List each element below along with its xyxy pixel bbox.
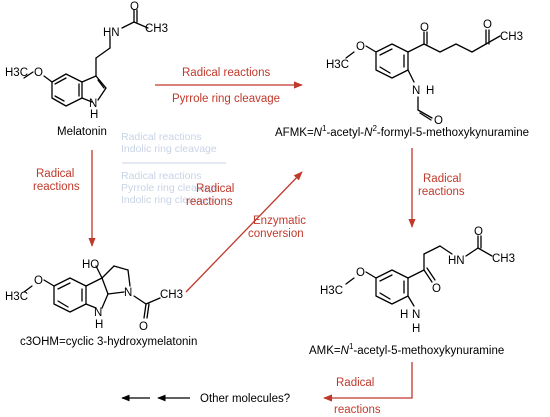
- melatonin-hn: HN: [103, 27, 120, 39]
- amk-h3c: H3C: [320, 285, 343, 297]
- c3ohm-h: H: [95, 319, 103, 331]
- arrow-enzyme-label-1: Enzymatic: [253, 215, 306, 227]
- arrow-left-label-1: Radical: [36, 168, 74, 180]
- arrow-right-label-1: Radical: [423, 173, 461, 185]
- c3ohm-ch3: CH3: [160, 289, 183, 301]
- melatonin-ch3: CH3: [145, 23, 168, 35]
- afmk-ch3: CH3: [500, 31, 523, 43]
- ghost-line-3: Radical reactions: [121, 170, 202, 182]
- afmk-o-ketone2: O: [483, 19, 492, 31]
- ghost-text-group: Radical reactions Indolic ring cleavage …: [121, 131, 226, 206]
- afmk-h3c: H3C: [326, 59, 349, 71]
- c3ohm-n-ring: N: [124, 287, 132, 299]
- arrow-amk-to-other: [323, 362, 413, 402]
- arrow-right-label-2: reactions: [418, 186, 465, 198]
- amk-n: N: [412, 309, 420, 321]
- amk-hn: HN: [448, 255, 465, 267]
- melatonin-structure: O H3C N H HN O CH3: [5, 1, 168, 121]
- arrow-bottom-label-1: Radical: [336, 377, 374, 389]
- melatonin-h: H: [90, 109, 98, 121]
- amk-structure: O H3C O HN O CH3 N H H: [320, 226, 515, 335]
- afmk-h: H: [426, 85, 434, 97]
- arrow-c3ohm-to-afmk: [185, 171, 303, 293]
- ghost-line-4: Pyrrole ring cleavage: [121, 182, 220, 194]
- c3ohm-ho: HO: [82, 259, 99, 271]
- arrow-diag-label-2: reactions: [186, 196, 233, 208]
- arrow-bottom-label-2: reactions: [334, 404, 381, 416]
- melatonin-caption: Melatonin: [57, 126, 107, 138]
- melatonin-o-carbonyl: O: [130, 1, 139, 13]
- arrow-enzyme-label-2: conversion: [248, 228, 304, 240]
- arrow-top-label-1: Radical reactions: [182, 67, 270, 79]
- ghost-line-5: Indolic ring cleavage: [121, 194, 217, 206]
- amk-o-carbonyl: O: [474, 226, 483, 238]
- afmk-n: N: [412, 85, 420, 97]
- c3ohm-caption: c3OHM=cyclic 3-hydroxymelatonin: [20, 336, 197, 348]
- afmk-o-ketone: O: [420, 22, 429, 34]
- amk-h1: H: [400, 309, 408, 321]
- amk-o-methoxy: O: [356, 267, 365, 279]
- arrow-diag-label-1: Radical: [196, 183, 234, 195]
- melatonin-n: N: [89, 98, 97, 110]
- arrow-left-label-2: reactions: [33, 181, 80, 193]
- ghost-line-2: Indolic ring cleavage: [121, 143, 217, 155]
- amk-h2: H: [412, 323, 420, 335]
- arrow-top-label-2: Pyrrole ring cleavage: [172, 93, 280, 105]
- c3ohm-h3c: H3C: [5, 291, 28, 303]
- afmk-caption: AFMK=N1-acetyl-N2-formyl-5-methoxykynura…: [275, 124, 529, 139]
- afmk-o-formyl: O: [434, 115, 443, 127]
- c3ohm-o-methoxy: O: [34, 275, 43, 287]
- c3ohm-o-carbonyl: O: [139, 321, 148, 333]
- afmk-structure: O H3C O O CH3 N H O: [326, 19, 523, 127]
- melatonin-o-methoxy: O: [34, 67, 43, 79]
- afmk-o-methoxy: O: [356, 41, 365, 53]
- ghost-line-1: Radical reactions: [121, 131, 202, 143]
- amk-ch3: CH3: [492, 253, 515, 265]
- other-molecules-label: Other molecules?: [200, 393, 290, 405]
- amk-o-ketone: O: [432, 283, 441, 295]
- c3ohm-structure: O H3C N O CH3 HO N H: [5, 259, 183, 333]
- melatonin-h3c: H3C: [5, 67, 28, 79]
- c3ohm-n-indoline: N: [94, 307, 102, 319]
- amk-caption: AMK=N1-acetyl-5-methoxykynuramine: [309, 342, 504, 357]
